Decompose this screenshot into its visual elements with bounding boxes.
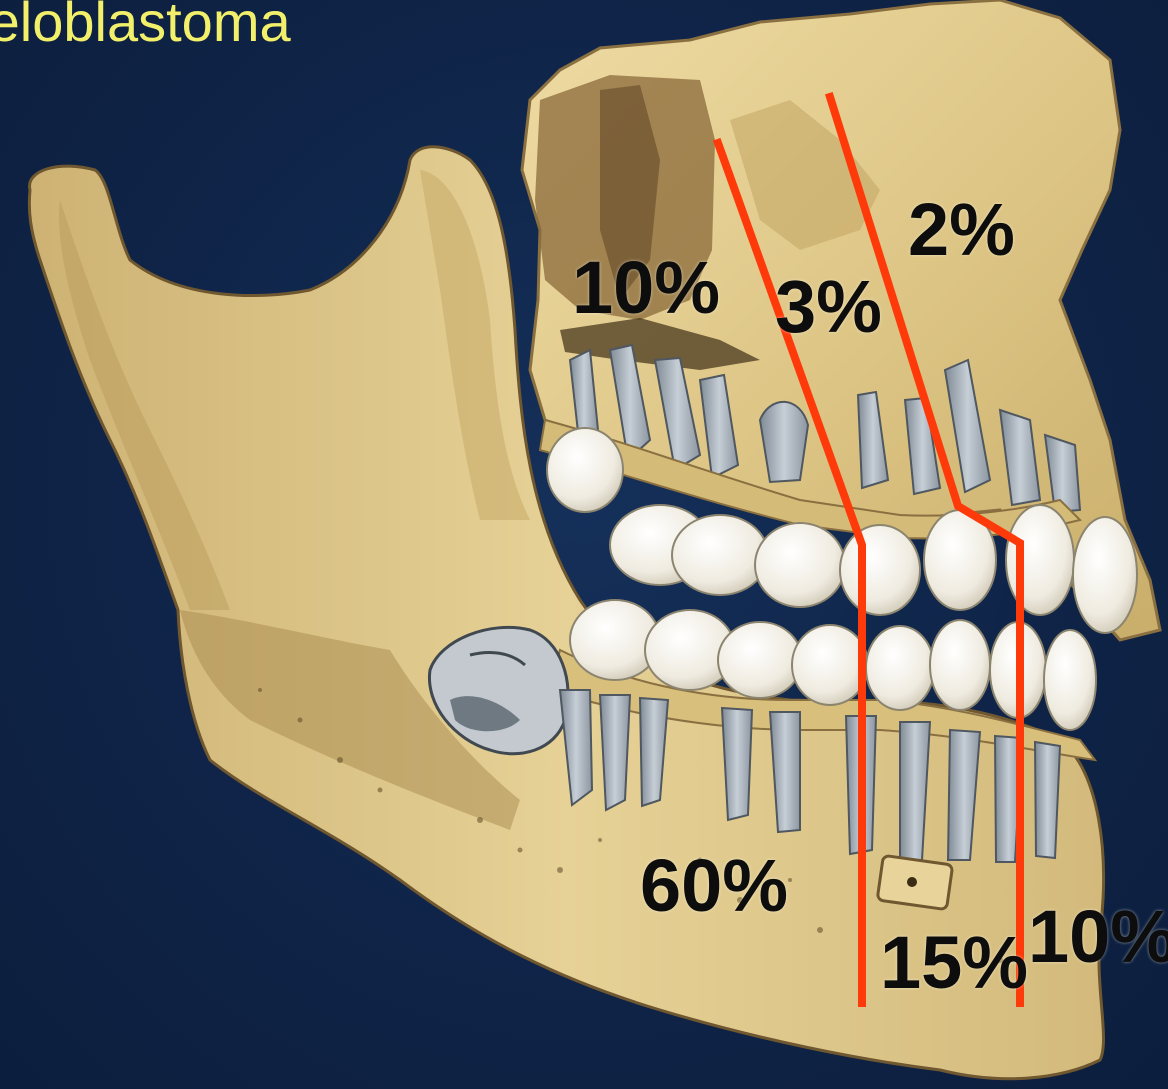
upper-posterior-percentage: 10%: [572, 251, 720, 325]
upper-anterior-percentage: 2%: [908, 193, 1015, 267]
lower-posterior-percentage: 60%: [640, 849, 788, 923]
lower-anterior-percentage: 10%: [1028, 900, 1168, 974]
upper-middle-percentage: 3%: [775, 270, 882, 344]
lower-middle-percentage: 15%: [880, 926, 1028, 1000]
